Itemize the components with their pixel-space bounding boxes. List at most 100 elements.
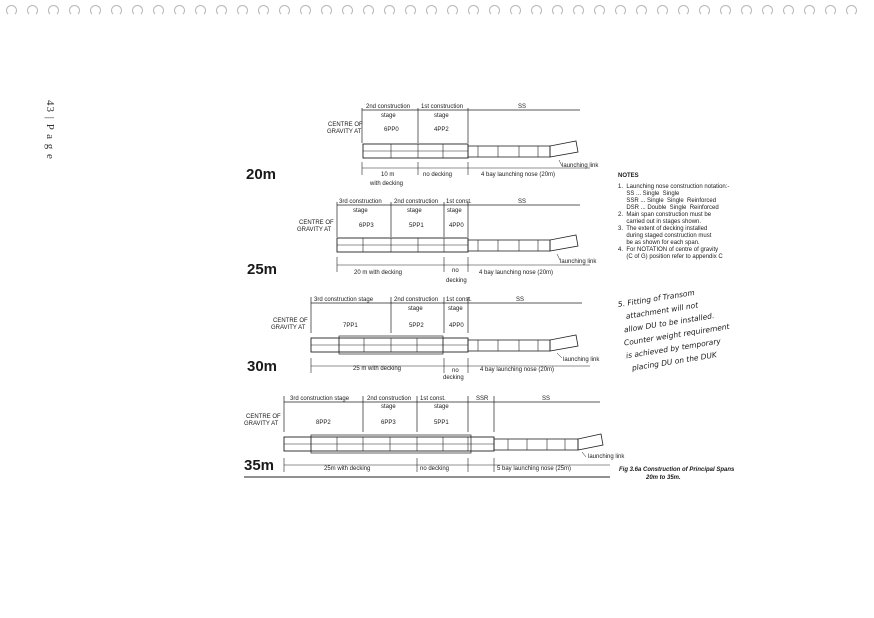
note-line: SS ... Single Single: [618, 191, 680, 197]
panel-code: 7PP1: [343, 323, 358, 329]
launching-link-label: launching link: [560, 259, 597, 265]
binder-ring: [27, 5, 38, 16]
binder-ring: [825, 5, 836, 16]
figure-caption: Fig 3.6a Construction of Principal Spans: [619, 467, 735, 473]
binder-ring: [846, 5, 857, 16]
stage-label: 1st const.: [446, 199, 472, 205]
binder-ring: [258, 5, 269, 16]
figure-caption: 20m to 35m.: [645, 475, 681, 481]
binder-ring: [174, 5, 185, 16]
note-line: SSR ... Single Single Reinforced: [618, 198, 717, 204]
extent-label: 4 bay launching nose (20m): [480, 367, 554, 373]
span-35m-diagram: 3rd construction stage 2nd construction …: [244, 396, 625, 478]
extent-label: 25m with decking: [324, 466, 370, 472]
binder-ring: [783, 5, 794, 16]
panel-code: 5PP1: [409, 223, 424, 229]
stage-sub-label: stage: [381, 404, 396, 410]
launching-link-label: launching link: [563, 357, 600, 363]
extent-label: no decking: [420, 466, 449, 472]
binder-ring: [573, 5, 584, 16]
binder-ring: [447, 5, 458, 16]
note-line: 2. Main span construction must be: [618, 212, 712, 218]
stage-label: 3rd construction stage: [314, 297, 374, 303]
stage-sub-label: stage: [353, 208, 368, 214]
stage-label: 2nd construction: [394, 297, 438, 303]
stage-sub-label: stage: [407, 208, 422, 214]
binder-ring: [90, 5, 101, 16]
notes-heading: NOTES: [618, 173, 639, 179]
binder-ring: [636, 5, 647, 16]
stage-label: SSR: [476, 396, 489, 402]
cg-label: CENTRE OF: [273, 318, 308, 324]
binder-ring: [195, 5, 206, 16]
binder-ring: [489, 5, 500, 16]
binder-ring: [510, 5, 521, 16]
cg-label: GRAVITY AT: [297, 227, 332, 233]
cg-label: CENTRE OF: [299, 220, 334, 226]
extent-label: no decking: [423, 172, 452, 178]
binder-ring: [384, 5, 395, 16]
extent-label: 25 m with decking: [353, 366, 401, 372]
note-line: be as shown for each span.: [618, 240, 700, 246]
panel-code: 5PP1: [434, 420, 449, 426]
extent-sub-label: decking: [443, 375, 464, 381]
span-30m-diagram: 3rd construction stage 2nd construction …: [247, 297, 600, 381]
binder-ring: [678, 5, 689, 16]
cg-label: GRAVITY AT: [271, 325, 306, 331]
binder-ring: [657, 5, 668, 16]
cg-label: GRAVITY AT: [327, 129, 362, 135]
span-20m-diagram: 2nd construction 1st construction SS sta…: [246, 104, 599, 187]
extent-label: no: [452, 268, 459, 274]
panel-code: 6PP3: [359, 223, 374, 229]
launching-link-label: launching link: [588, 454, 625, 460]
binder-ring: [216, 5, 227, 16]
extent-sub-label: decking: [446, 278, 467, 284]
note-line: 3. The extent of decking installed: [618, 226, 708, 232]
panel-code: 4PP0: [449, 323, 464, 329]
extent-label: 5 bay launching nose (25m): [497, 466, 571, 472]
binder-ring: [69, 5, 80, 16]
stage-label: 3rd construction: [339, 199, 382, 205]
binder-ring: [699, 5, 710, 16]
binder-ring: [342, 5, 353, 16]
cg-label: CENTRE OF: [246, 414, 281, 420]
span-title: 25m: [247, 261, 277, 278]
stage-label: 1st const.: [420, 396, 446, 402]
binder-ring: [405, 5, 416, 16]
panel-code: 8PP2: [316, 420, 331, 426]
panel-code: 6PP3: [381, 420, 396, 426]
binder-ring: [48, 5, 59, 16]
span-title: 20m: [246, 166, 276, 183]
stage-label: 2nd construction: [394, 199, 438, 205]
extent-sub-label: with decking: [369, 181, 403, 187]
binder-ring: [720, 5, 731, 16]
span-25m-diagram: 3rd construction 2nd construction 1st co…: [247, 199, 597, 284]
note-line: carried out in stages shown.: [618, 219, 702, 225]
binder-ring: [111, 5, 122, 16]
binder-ring: [741, 5, 752, 16]
note-line: (C of G) position refer to appendix C: [618, 254, 723, 260]
panel-code: 6PP0: [384, 127, 399, 133]
binder-ring: [279, 5, 290, 16]
binder-ring: [531, 5, 542, 16]
binder-ring: [153, 5, 164, 16]
binder-ring: [468, 5, 479, 16]
stage-label: SS: [518, 199, 526, 205]
panel-code: 4PP0: [449, 223, 464, 229]
launching-link-label: launching link: [562, 163, 599, 169]
extent-label: 10 m: [381, 172, 394, 178]
extent-label: 4 bay launching nose (20m): [479, 270, 553, 276]
binder-ring: [363, 5, 374, 16]
stage-label: 1st construction: [421, 104, 463, 110]
stage-label: 3rd construction stage: [290, 396, 350, 402]
stage-label: SS: [542, 396, 550, 402]
note-line: DSR ... Double Single Reinforced: [618, 205, 719, 211]
binder-ring: [300, 5, 311, 16]
panel-code: 4PP2: [434, 127, 449, 133]
span-title: 30m: [247, 358, 277, 375]
stage-label: SS: [518, 104, 526, 110]
binder-ring: [762, 5, 773, 16]
binder-ring: [6, 5, 17, 16]
stage-label: SS: [516, 297, 524, 303]
